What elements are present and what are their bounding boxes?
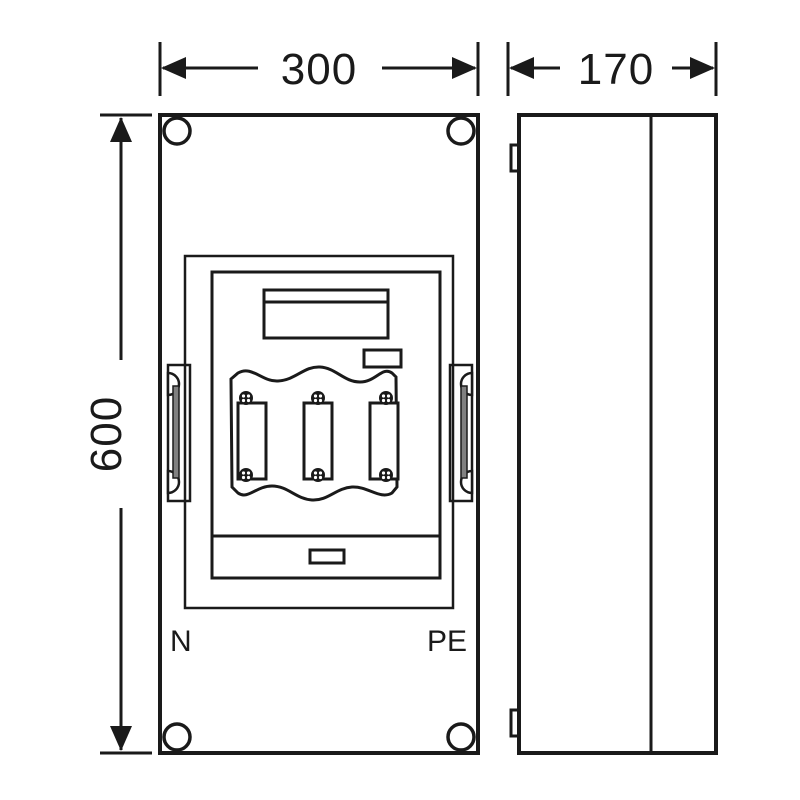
side-view-outline: [517, 113, 718, 755]
fuse-holder-l2[interactable]: [302, 401, 334, 481]
fuse-holder-l1[interactable]: [236, 401, 268, 481]
screw-terminal-l3-bottom: [379, 468, 393, 482]
dimension-depth-170: 170: [506, 42, 718, 96]
bottom-panel-latch[interactable]: [308, 548, 346, 565]
arrowhead-top-icon: [110, 117, 132, 142]
arrowhead-left-icon: [161, 57, 186, 79]
side-latch-right[interactable]: [448, 363, 474, 503]
fuse-screw-terminals: [239, 391, 393, 482]
fuse-holder-l3[interactable]: [368, 401, 400, 481]
side-latch-left[interactable]: [166, 363, 192, 503]
arrowhead-right-icon: [690, 57, 715, 79]
latch-bar: [172, 385, 180, 479]
front-view: N PE: [158, 113, 480, 755]
mounting-plate-outline: [183, 254, 455, 610]
corner-screw-bottom-right-icon: [446, 722, 476, 752]
label-window-frame: [262, 288, 390, 340]
screw-terminal-l2-bottom: [311, 468, 325, 482]
dimension-label-depth: 170: [578, 45, 654, 94]
screw-terminal-l1-top: [239, 391, 253, 405]
corner-screw-bottom-left-icon: [162, 722, 192, 752]
corner-screw-top-left-icon: [162, 116, 192, 146]
dimension-label-width: 300: [281, 45, 357, 94]
corner-screw-top-right-icon: [446, 116, 476, 146]
terminal-label-neutral: N: [170, 625, 192, 658]
screw-terminal-l3-top: [379, 391, 393, 405]
dimension-width-300: 300: [158, 42, 480, 96]
dimension-label-height: 600: [82, 396, 131, 472]
latch-bar: [460, 385, 468, 479]
side-view: [509, 113, 718, 755]
terminal-label-pe: PE: [427, 625, 467, 658]
screw-terminal-l2-top: [311, 391, 325, 405]
dimension-height-600: 600: [82, 113, 152, 755]
arrowhead-bottom-icon: [110, 726, 132, 751]
arrowhead-left-icon: [509, 57, 534, 79]
screw-terminal-l1-bottom: [239, 468, 253, 482]
label-window: [262, 288, 390, 340]
arrowhead-right-icon: [452, 57, 477, 79]
status-indicator-window: [362, 348, 403, 369]
